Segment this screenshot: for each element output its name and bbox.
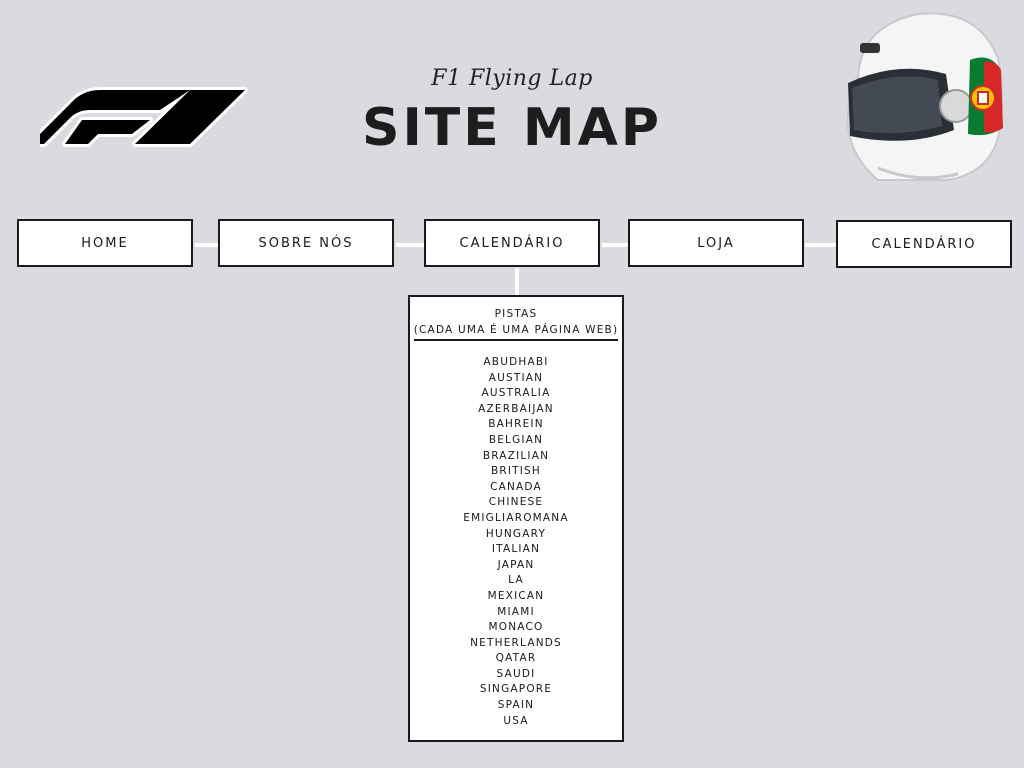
track-item[interactable]: BRITISH: [490, 465, 542, 478]
track-item[interactable]: SINGAPORE: [479, 683, 553, 696]
page-title: SITE MAP: [362, 98, 662, 158]
track-item[interactable]: AUSTIAN: [488, 371, 544, 384]
nav-loja[interactable]: LOJA: [628, 219, 804, 267]
connector-line: [195, 243, 219, 247]
pistas-box: PISTAS (CADA UMA É UMA PÁGINA WEB) ABUDH…: [408, 295, 624, 742]
nav-calendario[interactable]: CALENDÁRIO: [424, 219, 600, 267]
track-item[interactable]: EMIGLIAROMANA: [463, 511, 569, 524]
track-list: ABUDHABI AUSTIAN AUSTRALIA AZERBAIJAN BA…: [410, 355, 622, 729]
pistas-subtitle: (CADA UMA É UMA PÁGINA WEB): [413, 322, 619, 341]
track-item[interactable]: LA: [508, 574, 524, 587]
nav-sobre-nos[interactable]: SOBRE NÓS: [218, 219, 394, 267]
connector-line: [515, 268, 519, 296]
track-item[interactable]: MIAMI: [497, 605, 535, 618]
f1-logo-icon[interactable]: [40, 82, 250, 152]
site-subtitle: F1 Flying Lap: [431, 66, 593, 91]
track-item[interactable]: ABUDHABI: [483, 356, 549, 368]
connector-line: [602, 243, 629, 247]
track-item[interactable]: BAHREIN: [488, 418, 544, 431]
connector-line: [396, 243, 425, 247]
track-item[interactable]: MONACO: [488, 621, 544, 634]
helmet-icon: [846, 12, 1003, 181]
track-item[interactable]: ITALIAN: [491, 543, 541, 556]
track-item[interactable]: AUSTRALIA: [481, 387, 551, 400]
track-item[interactable]: USA: [503, 714, 529, 727]
track-item[interactable]: MEXICAN: [487, 589, 545, 602]
track-item[interactable]: BELGIAN: [488, 433, 544, 446]
track-item[interactable]: AZERBAIJAN: [478, 402, 554, 415]
track-item[interactable]: BRAZILIAN: [482, 449, 550, 462]
track-item[interactable]: SPAIN: [497, 699, 535, 712]
connector-line: [805, 243, 837, 247]
pistas-title: PISTAS: [494, 308, 538, 320]
track-item[interactable]: SAUDI: [496, 667, 536, 680]
track-item[interactable]: HUNGARY: [485, 527, 547, 540]
track-item[interactable]: CHINESE: [488, 496, 544, 509]
track-item[interactable]: NETHERLANDS: [470, 636, 562, 649]
track-item[interactable]: CANADA: [490, 480, 542, 493]
track-item[interactable]: QATAR: [495, 652, 537, 665]
track-item[interactable]: JAPAN: [497, 558, 535, 571]
nav-calendario-2[interactable]: CALENDÁRIO: [836, 220, 1012, 268]
nav-home[interactable]: HOME: [17, 219, 193, 267]
